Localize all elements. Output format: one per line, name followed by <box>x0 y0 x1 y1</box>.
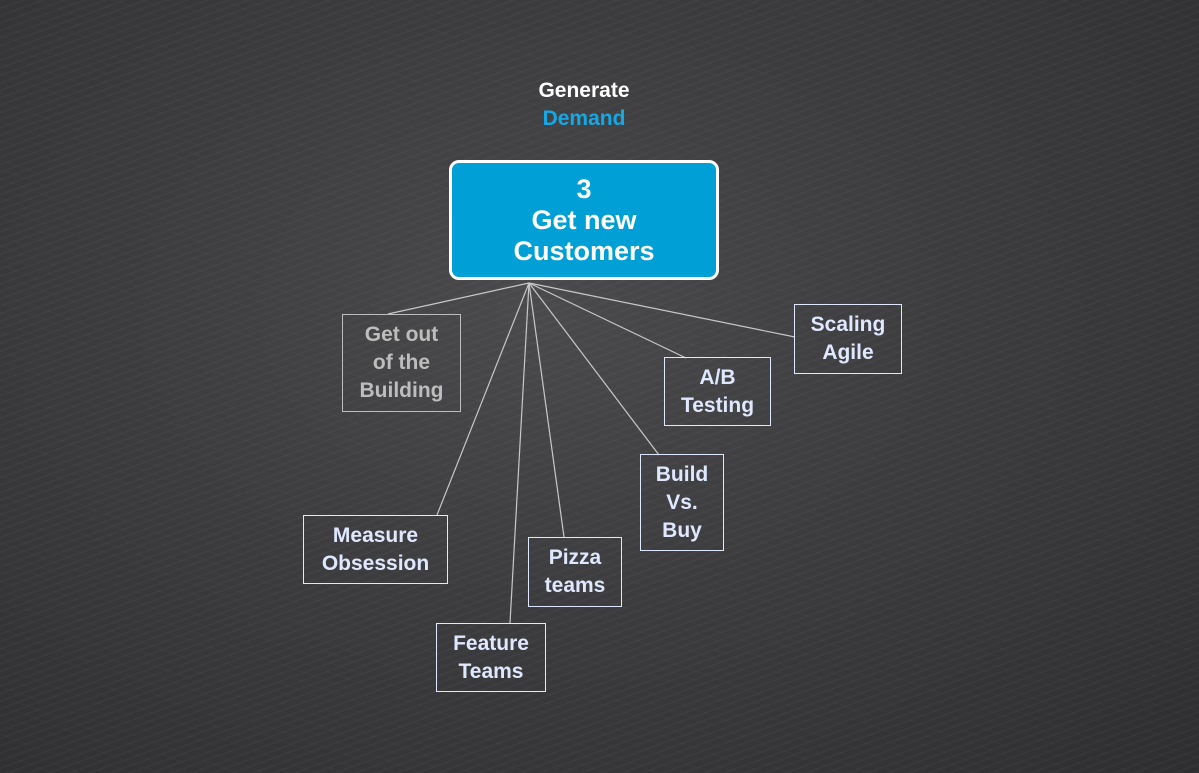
main-node-number: 3 <box>576 173 592 204</box>
node-ab-testing: A/B Testing <box>664 357 771 426</box>
connector-pizza-teams <box>528 282 565 538</box>
node-build-vs-buy: Build Vs. Buy <box>640 454 724 551</box>
main-node-get-new-customers: 3 Get new Customers <box>449 160 719 280</box>
connector-scaling-agile <box>528 282 796 338</box>
node-scaling-agile: Scaling Agile <box>794 304 902 374</box>
main-node-line1: Get new <box>531 204 637 235</box>
node-get-out-of-the-building: Get out of the Building <box>342 314 461 412</box>
node-measure-obsession: Measure Obsession <box>303 515 448 584</box>
node-pizza-teams: Pizza teams <box>528 537 622 607</box>
heading-demand: Demand <box>542 107 626 130</box>
connector-get-out <box>387 282 530 315</box>
connector-build-vs-buy <box>528 282 660 456</box>
node-feature-teams: Feature Teams <box>436 623 546 692</box>
connector-feature-teams <box>509 282 530 624</box>
connector-ab-testing <box>528 282 687 359</box>
heading-generate: Generate <box>538 79 630 102</box>
connector-measure-obsession <box>436 282 530 516</box>
main-node-line2: Customers <box>513 235 655 266</box>
